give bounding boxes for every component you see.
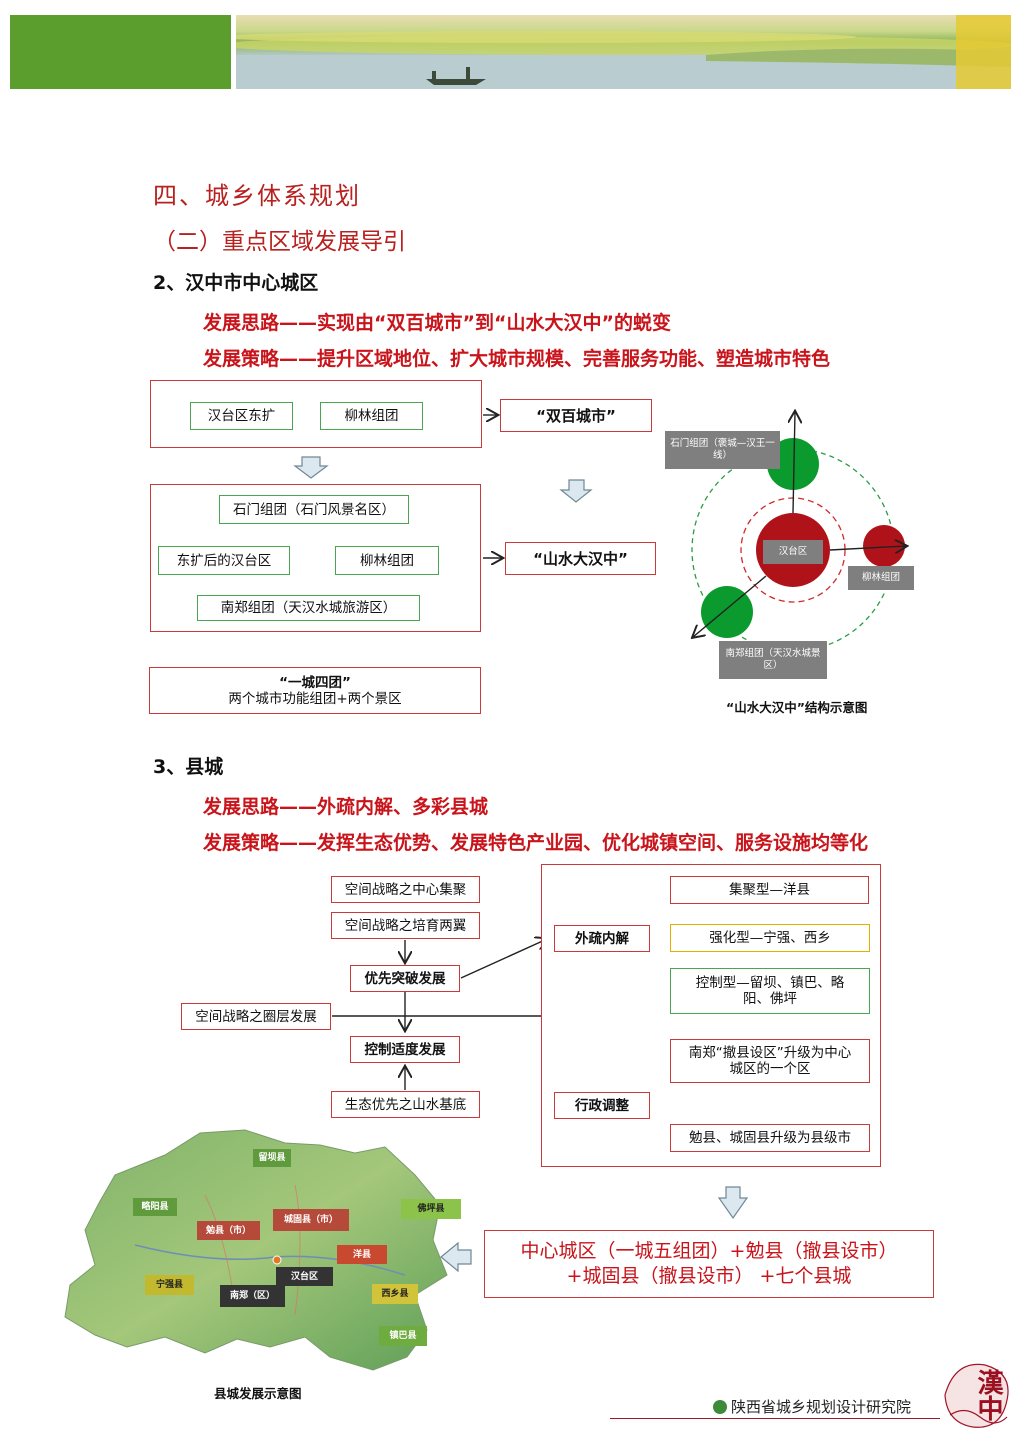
header-green-block: [10, 15, 231, 89]
map-ningqiang: 宁强县: [145, 1275, 194, 1295]
nanzheng-node: [701, 586, 753, 638]
part3-idea: 发展思路——外疏内解、多彩县城: [203, 796, 489, 818]
box-center-gather: 空间战略之中心集聚: [331, 876, 480, 903]
county-map: 留坝县 略阳县 勉县（市） 城固县（市） 佛坪县 洋县 汉台区 宁强县 南郑（区…: [55, 1125, 467, 1375]
liulin-node: [863, 525, 905, 567]
box-ring: 空间战略之圈层发展: [181, 1003, 331, 1030]
part2-heading: 2、汉中市中心城区: [153, 272, 319, 294]
conclusion-box: 中心城区（一城五组团）+勉县（撤县设市）+城固县（撤县设市） +七个县城: [484, 1230, 934, 1298]
institute-name: 陕西省城乡规划设计研究院: [731, 1398, 912, 1416]
part2-strategy: 发展策略——提升区域地位、扩大城市规模、完善服务功能、塑造城市特色: [203, 348, 831, 370]
label-nanzheng: 南郑组团（天汉水城景区）: [719, 641, 827, 679]
summary-text: 两个城市功能组团+两个景区: [228, 690, 402, 707]
box-gather-type: 集聚型—洋县: [670, 876, 869, 904]
map-xixiang: 西乡县: [372, 1284, 418, 1304]
box-mian-chenggu: 勉县、城固县升级为县级市: [670, 1124, 870, 1152]
banner-landscape-image: [236, 15, 1011, 89]
footer-institute: 陕西省城乡规划设计研究院: [713, 1396, 911, 1417]
seal-text: 漢中: [973, 1369, 1003, 1421]
summary-title: “一城四团”: [279, 674, 351, 691]
label-liulin: 柳林组团: [848, 566, 914, 590]
box-hantai-after: 东扩后的汉台区: [158, 546, 290, 575]
box-liulin: 柳林组团: [320, 402, 423, 430]
box-priority: 优先突破发展: [350, 965, 460, 992]
structure-diagram: [660, 400, 930, 652]
map-nanzheng: 南郑（区）: [220, 1285, 285, 1307]
part3-heading: 3、县城: [153, 756, 224, 778]
map-chenggu: 城固县（市）: [273, 1209, 349, 1231]
box-strengthen-type: 强化型—宁强、西乡: [670, 924, 870, 952]
label-hantai: 汉台区: [763, 540, 823, 564]
result-shanshui: “山水大汉中”: [505, 542, 656, 575]
subsection-title: （二）重点区域发展导引: [153, 229, 406, 255]
part3-strategy: 发展策略——发挥生态优势、发展特色产业园、优化城镇空间、服务设施均等化: [203, 832, 869, 854]
result-shuangbai: “双百城市”: [500, 399, 652, 432]
box-outer: 外疏内解: [554, 925, 650, 952]
box-hantai-east: 汉台区东扩: [190, 402, 293, 430]
box-two-wings: 空间战略之培育两翼: [331, 912, 480, 939]
structure-caption: “山水大汉中”结构示意图: [726, 700, 868, 715]
box-admin: 行政调整: [554, 1092, 650, 1119]
institute-logo-icon: [713, 1400, 727, 1414]
map-zhenba: 镇巴县: [379, 1326, 427, 1346]
map-mianxian: 勉县（市）: [197, 1221, 260, 1240]
map-liuba: 留坝县: [253, 1149, 291, 1167]
map-yangxian: 洋县: [337, 1245, 387, 1264]
box-control: 控制适度发展: [350, 1036, 460, 1063]
map-hantai: 汉台区: [276, 1267, 333, 1286]
map-foping: 佛坪县: [401, 1199, 461, 1219]
shimen-node: [767, 438, 819, 490]
box-nanzheng-district: 南郑“撤县设区”升级为中心城区的一个区: [670, 1039, 870, 1083]
footer-rule: [610, 1418, 940, 1419]
county-map-terrain: [64, 1129, 448, 1371]
map-lueyang: 略阳县: [133, 1198, 177, 1216]
box-eco: 生态优先之山水基底: [331, 1091, 480, 1118]
summary-box: “一城四团” 两个城市功能组团+两个景区: [149, 667, 481, 714]
hanzhong-seal: 漢中: [935, 1355, 1015, 1435]
part2-idea: 发展思路——实现由“双百城市”到“山水大汉中”的蜕变: [203, 312, 671, 334]
box-liulin-2: 柳林组团: [335, 546, 439, 575]
box-controlled-type: 控制型—留坝、镇巴、略阳、佛坪: [670, 968, 870, 1014]
adjustment-panel: [541, 864, 881, 1167]
box-shimen: 石门组团（石门风景名区）: [219, 495, 409, 524]
seal-graphic: [944, 1363, 1009, 1428]
label-shimen: 石门组团（褒城—汉王一线）: [665, 431, 780, 469]
header-landscape-banner: [236, 15, 1011, 89]
map-caption: 县城发展示意图: [214, 1386, 302, 1401]
section-title: 四、城乡体系规划: [153, 182, 361, 210]
box-nanzheng: 南郑组团（天汉水城旅游区）: [197, 595, 420, 621]
